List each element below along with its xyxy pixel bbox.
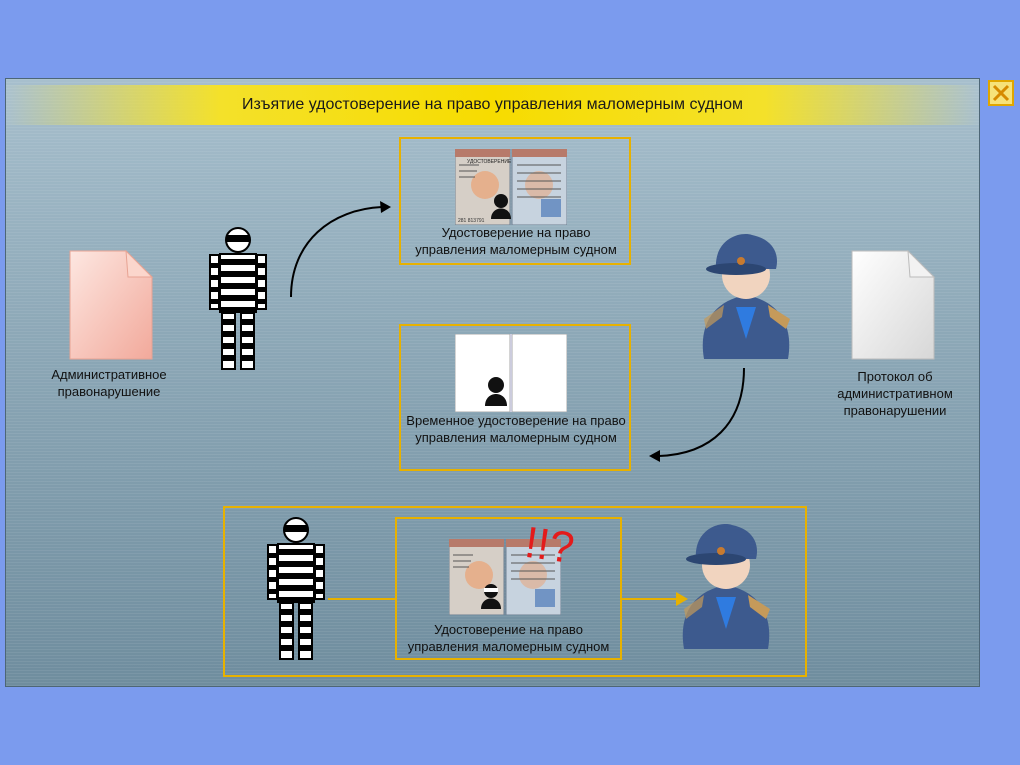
license-header: УДОСТОВЕРЕНИЕ <box>467 159 512 165</box>
license-icon: 281 813791 УДОСТОВЕРЕНИЕ <box>455 149 567 225</box>
arrow-to-temporary-license <box>649 367 745 462</box>
verification-box <box>223 506 807 677</box>
officer-figure <box>682 524 770 649</box>
connector-arrow <box>622 598 682 600</box>
temporary-license-icon <box>455 334 567 412</box>
prisoner-figure <box>267 517 325 660</box>
right-doc-label: Протокол об административном правонаруше… <box>837 369 953 418</box>
document-icon <box>69 249 154 360</box>
left-doc-label: Административное правонарушение <box>51 367 167 399</box>
arrow-to-license <box>290 201 391 298</box>
prisoner-figure <box>209 227 267 370</box>
temporary-license-box: Временное удостоверение на право управле… <box>399 324 631 471</box>
close-icon <box>992 84 1010 102</box>
license-bottom-label: Удостоверение на право управления маломе… <box>407 622 610 654</box>
document-icon <box>851 249 936 360</box>
close-button[interactable] <box>988 80 1014 106</box>
arrow-head <box>676 592 688 606</box>
diagram-panel: Изъятие удостоверение на право управлени… <box>5 78 980 687</box>
license-icon <box>449 539 561 615</box>
license-top-label: Удостоверение на право управления маломе… <box>415 225 617 257</box>
officer-figure <box>702 234 790 359</box>
connector-line <box>328 598 396 600</box>
question-marks: !!? <box>521 517 578 574</box>
license-box-bottom: !!? Удостоверение на право управления ма… <box>395 517 622 660</box>
temporary-license-label: Временное удостоверение на право управле… <box>406 413 626 445</box>
license-box-top: 281 813791 УДОСТОВЕРЕНИЕ Удостоверение н… <box>399 137 631 265</box>
page-title: Изъятие удостоверение на право управлени… <box>6 85 979 125</box>
license-number: 281 813791 <box>458 218 485 224</box>
